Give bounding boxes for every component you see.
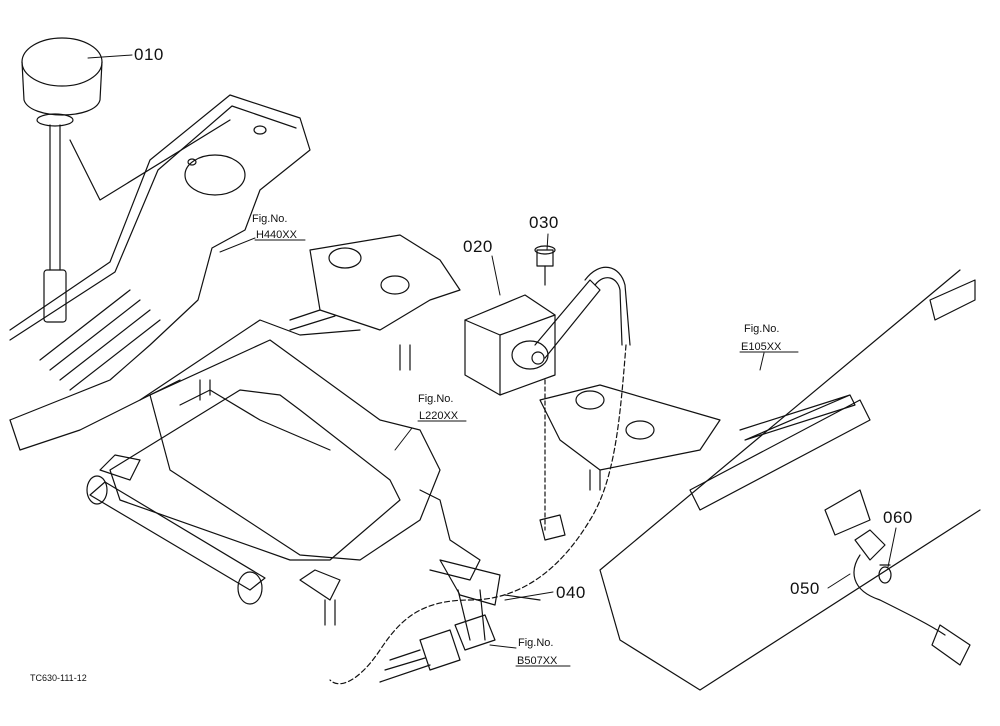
floor-panel: [9, 94, 311, 451]
seat-rail-frame: [86, 234, 461, 626]
seat-frame: [149, 339, 721, 581]
label-060: 060: [883, 508, 913, 527]
figref-code-h440: H440XX: [256, 229, 298, 241]
part-030-bolt: [534, 245, 556, 531]
connector-b507: [379, 614, 496, 683]
part-040-harness: [329, 344, 627, 685]
label-050: 050: [790, 579, 820, 598]
figref-code-b507: B507XX: [517, 655, 558, 667]
figref-label-b507: Fig.No.: [518, 637, 553, 649]
part-020-unit: [464, 266, 631, 396]
figref-code-e105: E105XX: [741, 341, 782, 353]
figref-label-l220: Fig.No.: [418, 393, 453, 405]
fender-panel: [599, 269, 981, 691]
label-040: 040: [556, 583, 586, 602]
leader-lines: [87, 54, 897, 649]
label-010: 010: [134, 45, 164, 64]
fig-underlines: [254, 239, 799, 667]
label-020: 020: [463, 237, 493, 256]
figref-code-l220: L220XX: [419, 410, 459, 422]
figref-label-h440: Fig.No.: [252, 213, 287, 225]
part-050-060: [853, 529, 971, 666]
part-010-switch: [21, 37, 231, 323]
drawing-id: TC630-111-12: [30, 673, 87, 683]
label-030: 030: [529, 213, 559, 232]
figref-label-e105: Fig.No.: [744, 323, 779, 335]
